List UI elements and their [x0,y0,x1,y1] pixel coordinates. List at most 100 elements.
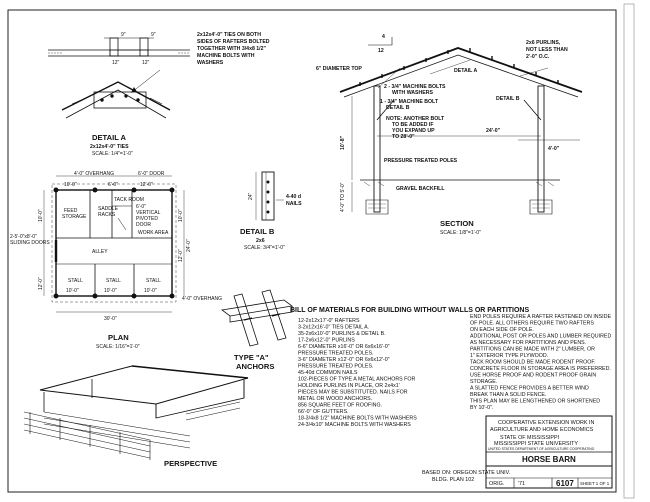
tb-orig-label: ORIG. [489,481,504,487]
plan-alley: ALLEY [92,249,108,255]
section-embed: 4'-0" TO 5'-0" [340,182,346,212]
bom-right-item: THIS PLAN MAY BE LENGTHENED OR SHORTENED [470,399,600,405]
tb-state: STATE OF MISSISSIPPI [500,435,559,441]
plan-dim-top-2: 6'-0" [108,182,118,188]
plan-dim-left-2: 12'-0" [38,277,44,290]
tb-coop: UNITED STATES DEPARTMENT OF AGRICULTURE … [488,447,595,451]
plan-stall-2: STALL [106,278,121,284]
perspective-drawing [23,365,249,460]
section-detail-a-ref: DETAIL A [454,68,477,74]
bom-right-item: ADDITIONAL POST OR POLES AND LUMBER REQU… [470,334,611,340]
plan-tack-room: TACK ROOM [114,197,144,203]
plan-dim-right-3: 24'-0" [186,239,192,252]
tb-ext-line-2: AGRICULTURE AND HOME ECONOMICS [490,427,594,433]
bom-right-item: STORAGE. [470,379,497,385]
detail-a-note-1: 2x12x4'-0" TIES ON BOTH [197,32,261,38]
bom-left-item: 856 SQUARE FEET OF ROOFING. [298,403,382,409]
section-another-bolt-4: TO 28'-0" [392,134,415,140]
detail-a-title: DETAIL A [92,133,127,142]
bom-right-item: TACK ROOM SHOULD BE MADE RODENT PROOF. [470,360,595,366]
perspective-title: PERSPECTIVE [164,459,217,468]
plan-work-area: WORK AREA [138,230,169,236]
detail-a-note-2: SIDES OF RAFTERS BOLTED [197,39,270,45]
bom-left-item: PRESSURE TREATED POLES. [298,351,373,357]
plan-drawing [43,175,185,313]
bom-left-item: 18-3/4x8 1/2" MACHINE BOLTS WITH WASHERS [298,416,417,422]
section-top-label: 6" DIAMETER TOP [316,66,362,72]
plan-dim-bottom-2: 10'-0" [104,288,117,294]
bom-left-item: 3-2x12x16'-0" TIES DETAIL A. [298,325,369,331]
plan-vertical-4: DOOR [136,222,151,228]
detail-a-note-3: TOGETHER WITH 3/4x8 1/2" [197,46,266,52]
bom-right-item: OF POLE. ALL OTHERS REQUIRE TWO RAFTERS [470,321,594,327]
plan-dim-right-1: 10'-0" [178,209,184,222]
plan-stall-1: STALL [68,278,83,284]
bom-left-item: 24-3/4x10" MACHINE BOLTS WITH WASHERS [298,422,411,428]
detail-a-dim-3: 12" [112,60,120,66]
detail-a [48,37,190,119]
plan-sliding-1: 2-5'-0"x8'-0" [10,234,37,240]
anchors-title-2: ANCHORS [236,362,274,371]
plan-dim-bottom-3: 10'-0" [144,288,157,294]
detail-b-scale: SCALE: 3/4"=1'-0" [244,245,285,251]
tb-plan-no: 6107 [556,479,574,488]
plan-vertical-2: VERTICAL [136,210,161,216]
plan-vertical-1: 6'-0" [136,204,146,210]
purlin-note-3: 2'-0" O.C. [526,54,550,60]
section-span: 24'-0" [486,128,501,134]
bom-right-item: PARTITIONS CAN BE MADE WITH 2" LUMBER, O… [470,347,595,353]
bom-left-item: 45-40d COMMON NAILS [298,370,358,376]
bom-right-item: BY 10'-0". [470,405,493,411]
plan-dim-top-3: 12'-0" [140,182,153,188]
plan-overhang-top: 4'-0" OVERHANG [74,171,114,177]
section-another-bolt-2: TO BE ADDED IF [392,122,434,128]
bom-right-item: USE HORSE PROOF AND RODENT PROOF GRAIN [470,373,596,379]
bom-left-item: METAL OR WOOD ANCHORS. [298,396,372,402]
plan-saddle-1: SADDLE [98,206,119,212]
plan-vertical-3: PIVOTED [136,216,158,222]
section-bolt2-note-1: 1 - 3/4" MACHINE BOLT [380,99,439,105]
binding-margin [623,3,635,499]
bom-right: END POLES REQUIRE A RAFTER FASTENED ON I… [470,314,611,411]
tb-ext-line-1: COOPERATIVE EXTENSION WORK IN [498,420,594,426]
detail-b-dim: 24" [248,192,254,200]
bom-left-item: PIECES MAY BE SUBSTITUTED. NAILS FOR [298,390,408,396]
bom-left-item: 35-2x6x10'-0" PURLINS & DETAIL B. [298,331,386,337]
plan-door: 6'-0" DOOR [138,171,165,177]
detail-a-dim-4: 12" [142,60,150,66]
bom-left-item: HOLDING PURLINS IN PLACE, OR 2x4x1' [298,383,400,389]
plan-stall-3: STALL [146,278,161,284]
section-poles-label: PRESSURE TREATED POLES [384,158,458,164]
plan-title: PLAN [108,333,129,342]
bom-left-item: 12-2x12x17'-0" RAFTERS [298,318,360,324]
tb-sheet: SHEET 1 OF 1 [580,481,610,486]
purlin-note-2: NOT LESS THAN [526,47,568,53]
section-height: 10'-8" [340,135,346,150]
detail-a-scale: SCALE: 1/4"=1'-0" [92,151,133,157]
bom-right-item: ON EACH SIDE OF POLE. [470,327,534,333]
section-slope-run: 12 [378,48,384,54]
bom-right-item: AS NECESSARY FOR PARTITIONS AND PENS. [470,340,586,346]
detail-b-nails-2: NAILS [286,201,302,207]
detail-a-note-5: WASHERS [197,60,224,66]
bom-left-item: 17-2x6x12'-0" PURLINS [298,338,355,344]
bom-left-item: 3-6" DIAMETER x12'-0" OR 6x6x12'-0" [298,357,390,363]
tb-based-on-2: BLDG. PLAN 102 [432,477,474,483]
plan-overhang-right: 4'-0" OVERHANG [182,296,222,302]
section-bolt-note-2: WITH WASHERS [392,90,433,96]
detail-b-nails-1: 4-40 d [286,194,301,200]
bom-title: BILL OF MATERIALS FOR BUILDING WITHOUT W… [290,307,529,314]
anchors-drawing [221,289,293,347]
plan-feed-2: STORAGE [62,214,87,220]
section-another-bolt-1: NOTE: ANOTHER BOLT [386,116,445,122]
bom-left-item: 66'-0" OF GUTTERS. [298,409,349,415]
plan-dim-right-2: 12'-0" [178,249,184,262]
bom-left-item: PRESSURE TREATED POLES. [298,364,373,370]
section-drawing [339,37,583,215]
title-block [485,415,613,489]
tb-orig-value: '71 [518,481,525,487]
bom-left: 12-2x12x17'-0" RAFTERS 3-2x12x16'-0" TIE… [298,318,417,428]
plan-overall: 30'-0" [104,316,117,322]
bom-right-item: END POLES REQUIRE A RAFTER FASTENED ON I… [470,314,611,320]
plan-dim-bottom-1: 10'-0" [66,288,79,294]
